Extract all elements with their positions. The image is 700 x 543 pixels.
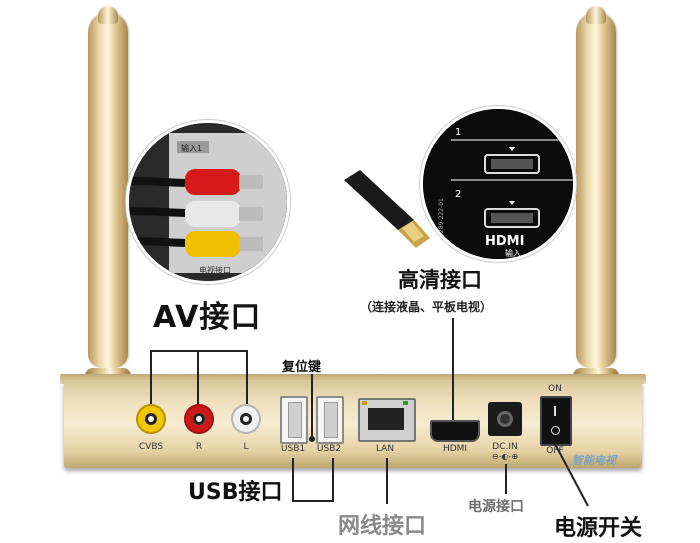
lan-led-left [362, 401, 367, 405]
av-closeup: 输入1 电视接口 [126, 120, 290, 284]
hdmi-label: HDMI [442, 444, 468, 454]
av-bottom-text: 电视接口 [199, 265, 231, 275]
dc-in-port [488, 402, 522, 436]
av-interface-label: AV接口 [153, 300, 262, 335]
switch-on-mark [554, 406, 556, 416]
hdmi-interface-sublabel: （连接液晶、平板电视） [360, 300, 493, 314]
l-label: L [243, 442, 249, 452]
av-bracket-mid [197, 350, 199, 404]
r-label: R [195, 442, 203, 452]
usb-interface-label: USB接口 [188, 480, 283, 505]
off-label: OFF [546, 446, 564, 456]
hdmi-port [430, 420, 480, 442]
lan-port [358, 398, 416, 442]
av-bracket-top [150, 350, 248, 352]
power-port-callout-line [505, 464, 507, 494]
hdmi-interface-label: 高清接口 [398, 268, 482, 292]
power-switch [540, 396, 572, 446]
lan-led-right [403, 401, 408, 405]
on-label: ON [548, 384, 562, 394]
hdmi-cable-plug [344, 170, 430, 248]
left-antenna [88, 6, 128, 368]
hdmi-closeup: 1 2 HDMI 输入 4-289-222-01 [420, 106, 576, 262]
usb-callout-h [292, 500, 334, 502]
r-jack [184, 404, 214, 434]
cvbs-label: CVBS [138, 442, 164, 452]
usb1-label: USB1 [280, 444, 306, 454]
watermark: 智能电视 [572, 454, 616, 467]
reset-label: 复位键 [282, 360, 322, 375]
usb1-callout-v [292, 458, 294, 502]
usb2-label: USB2 [316, 444, 342, 454]
hdmi-1-text: 1 [455, 127, 461, 138]
hdmi-closeup-art: 1 2 HDMI 输入 4-289-222-01 [423, 109, 573, 259]
av-bracket-left [150, 350, 152, 404]
hdmi-callout-line [452, 318, 454, 420]
right-antenna [576, 6, 616, 368]
hdmi-logo-text: HDMI [485, 234, 524, 249]
av-bracket-right [246, 350, 248, 404]
dcin-label: DC.IN [492, 442, 518, 452]
power-switch-label: 电源开关 [554, 516, 643, 541]
reset-button [309, 436, 315, 442]
hdmi-serial-text: 4-289-222-01 [438, 198, 445, 239]
usb2-callout-v [332, 458, 334, 502]
device-top-edge [60, 374, 646, 384]
cvbs-jack [136, 404, 166, 434]
usb1-port [280, 396, 308, 444]
power-switch-callout-line [553, 441, 589, 507]
lan-label: LAN [375, 444, 395, 454]
reset-callout-line [311, 374, 313, 436]
usb2-port [316, 396, 344, 444]
hdmi-2-text: 2 [455, 189, 461, 200]
av-input-text: 输入1 [181, 143, 202, 153]
dc-polarity-icon: ⊖-◐-⊕ [491, 452, 519, 461]
lan-interface-label: 网线接口 [338, 514, 427, 539]
switch-off-mark [551, 426, 560, 435]
av-closeup-art: 输入1 电视接口 [129, 123, 287, 281]
l-jack [231, 404, 261, 434]
lan-callout-line [386, 458, 388, 504]
hdmi-input-text: 输入 [505, 248, 521, 258]
power-port-label: 电源接口 [468, 499, 524, 515]
